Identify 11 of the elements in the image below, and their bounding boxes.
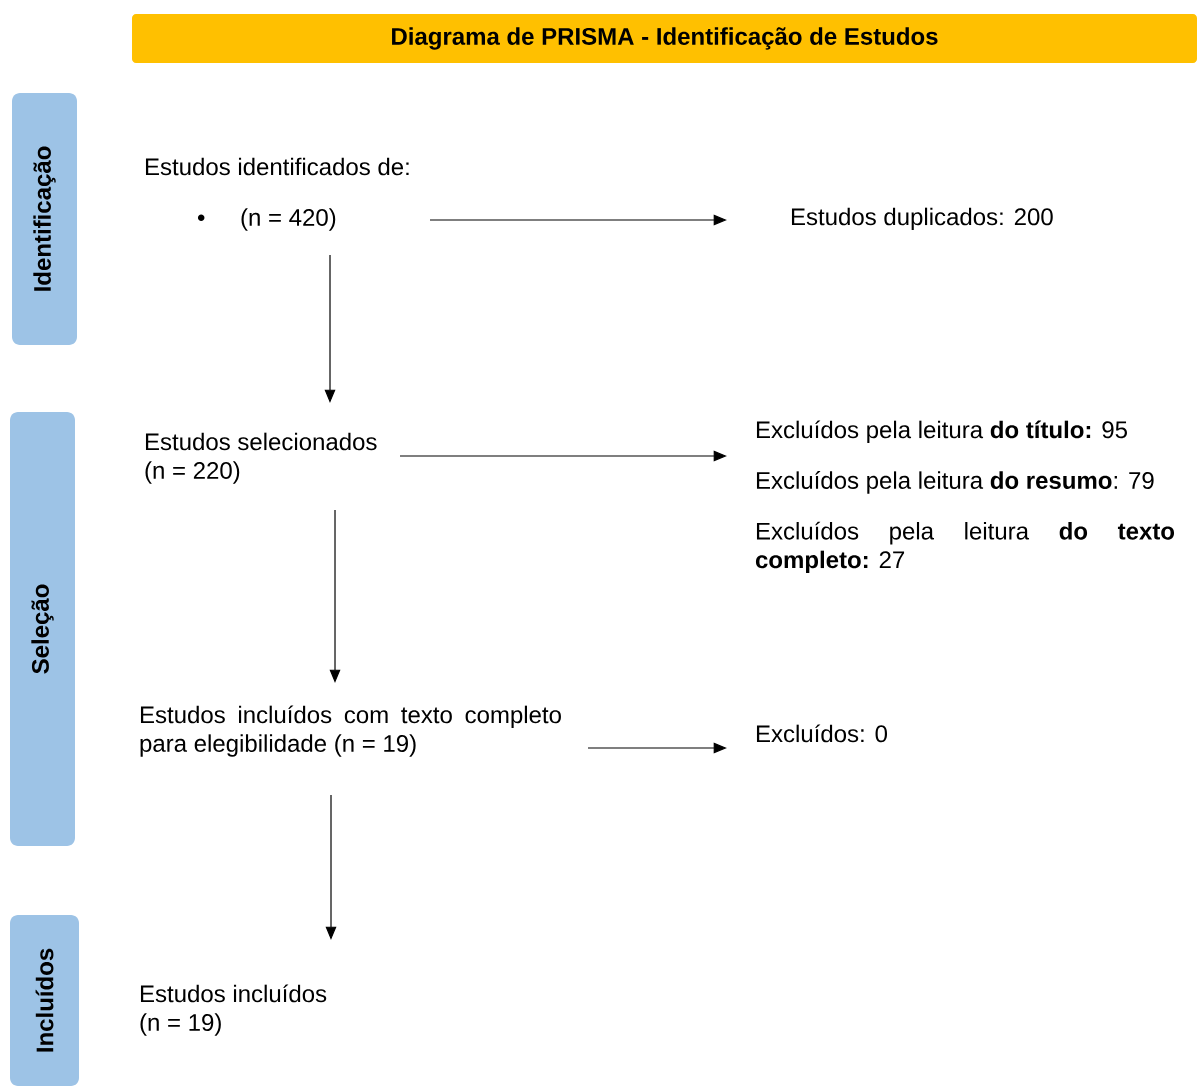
flow-text: Estudos duplicados: 200 (791, 207, 1053, 231)
flow-text: Estudos incluídos (n = 19) (140, 984, 327, 1036)
flow-text: Estudos incluídos com texto completo para elegibilidade (n = 19) (140, 705, 561, 757)
flow-text: Excluídos pela leitura do título: 95 Excluídos pela leitura do resumo: 79 Excluídos pela leitura do texto completo: 27 (755, 420, 1175, 574)
flow-text: Excluídos: 0 (756, 724, 887, 743)
stage-band: Seleção (10, 412, 75, 846)
title-banner: Diagrama de PRISMA - Identificação de Estudos (132, 14, 1197, 63)
flow-text: Estudos selecionados (n = 220) (145, 432, 377, 484)
stage-band: Incluídos (10, 915, 79, 1086)
flow-text: Estudos identificados de: • (n = 420) (145, 157, 409, 231)
stage-band: Identificação (12, 93, 77, 345)
